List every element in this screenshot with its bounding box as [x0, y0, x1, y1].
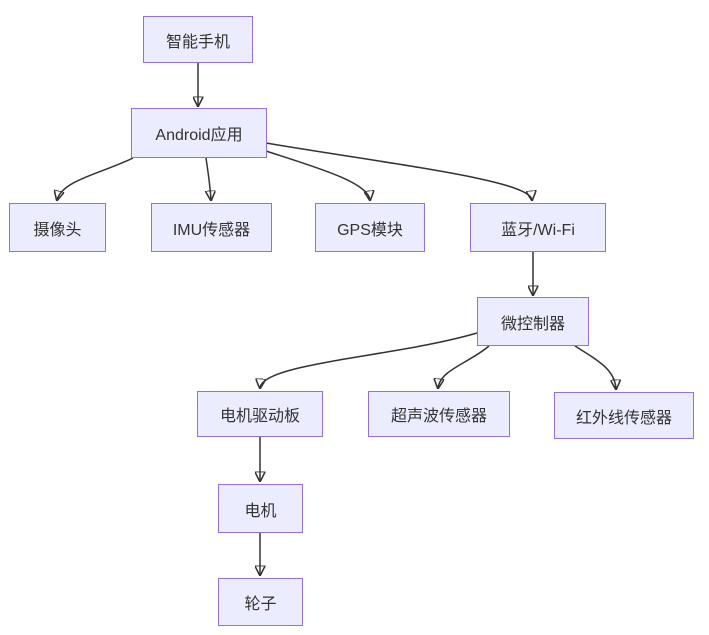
node-ultrasonic-sensor: 超声波传感器 [368, 391, 510, 437]
node-smartphone-label: 智能手机 [165, 33, 230, 51]
node-imu-sensor: IMU传感器 [151, 203, 272, 252]
node-imu-sensor-label: IMU传感器 [172, 221, 251, 239]
node-bluetooth-wifi: 蓝牙/Wi-Fi [470, 203, 606, 252]
node-android-app: Android应用 [131, 108, 267, 158]
node-camera-label: 摄像头 [33, 221, 82, 239]
edge-microcontroller-to-motor-driver-board [260, 332, 478, 388]
edge-android-app-to-bluetooth-wifi [265, 142, 532, 200]
node-microcontroller-label: 微控制器 [500, 315, 565, 333]
node-bluetooth-wifi-label: 蓝牙/Wi-Fi [501, 221, 575, 239]
edge-android-app-to-camera [57, 157, 134, 200]
edge-microcontroller-to-infrared-sensor [574, 345, 616, 389]
node-camera: 摄像头 [9, 203, 106, 252]
node-wheel-label: 轮子 [244, 596, 277, 613]
edge-android-app-to-imu-sensor [206, 157, 211, 200]
node-gps-module-label: GPS模块 [337, 221, 403, 239]
node-infrared-sensor: 红外线传感器 [554, 392, 694, 439]
node-motor-label: 电机 [244, 502, 277, 520]
node-infrared-sensor-label: 红外线传感器 [575, 409, 672, 427]
edge-android-app-to-gps-module [265, 150, 370, 200]
edge-microcontroller-to-ultrasonic-sensor [438, 345, 490, 388]
node-wheel: 轮子 [218, 578, 303, 626]
node-android-app-label: Android应用 [155, 127, 243, 144]
node-smartphone: 智能手机 [143, 16, 253, 63]
node-microcontroller: 微控制器 [477, 297, 589, 346]
node-motor: 电机 [218, 484, 303, 533]
node-motor-driver-board-label: 电机驱动板 [219, 408, 300, 425]
node-motor-driver-board: 电机驱动板 [197, 391, 323, 437]
node-gps-module: GPS模块 [315, 203, 425, 252]
node-ultrasonic-sensor-label: 超声波传感器 [390, 408, 487, 425]
